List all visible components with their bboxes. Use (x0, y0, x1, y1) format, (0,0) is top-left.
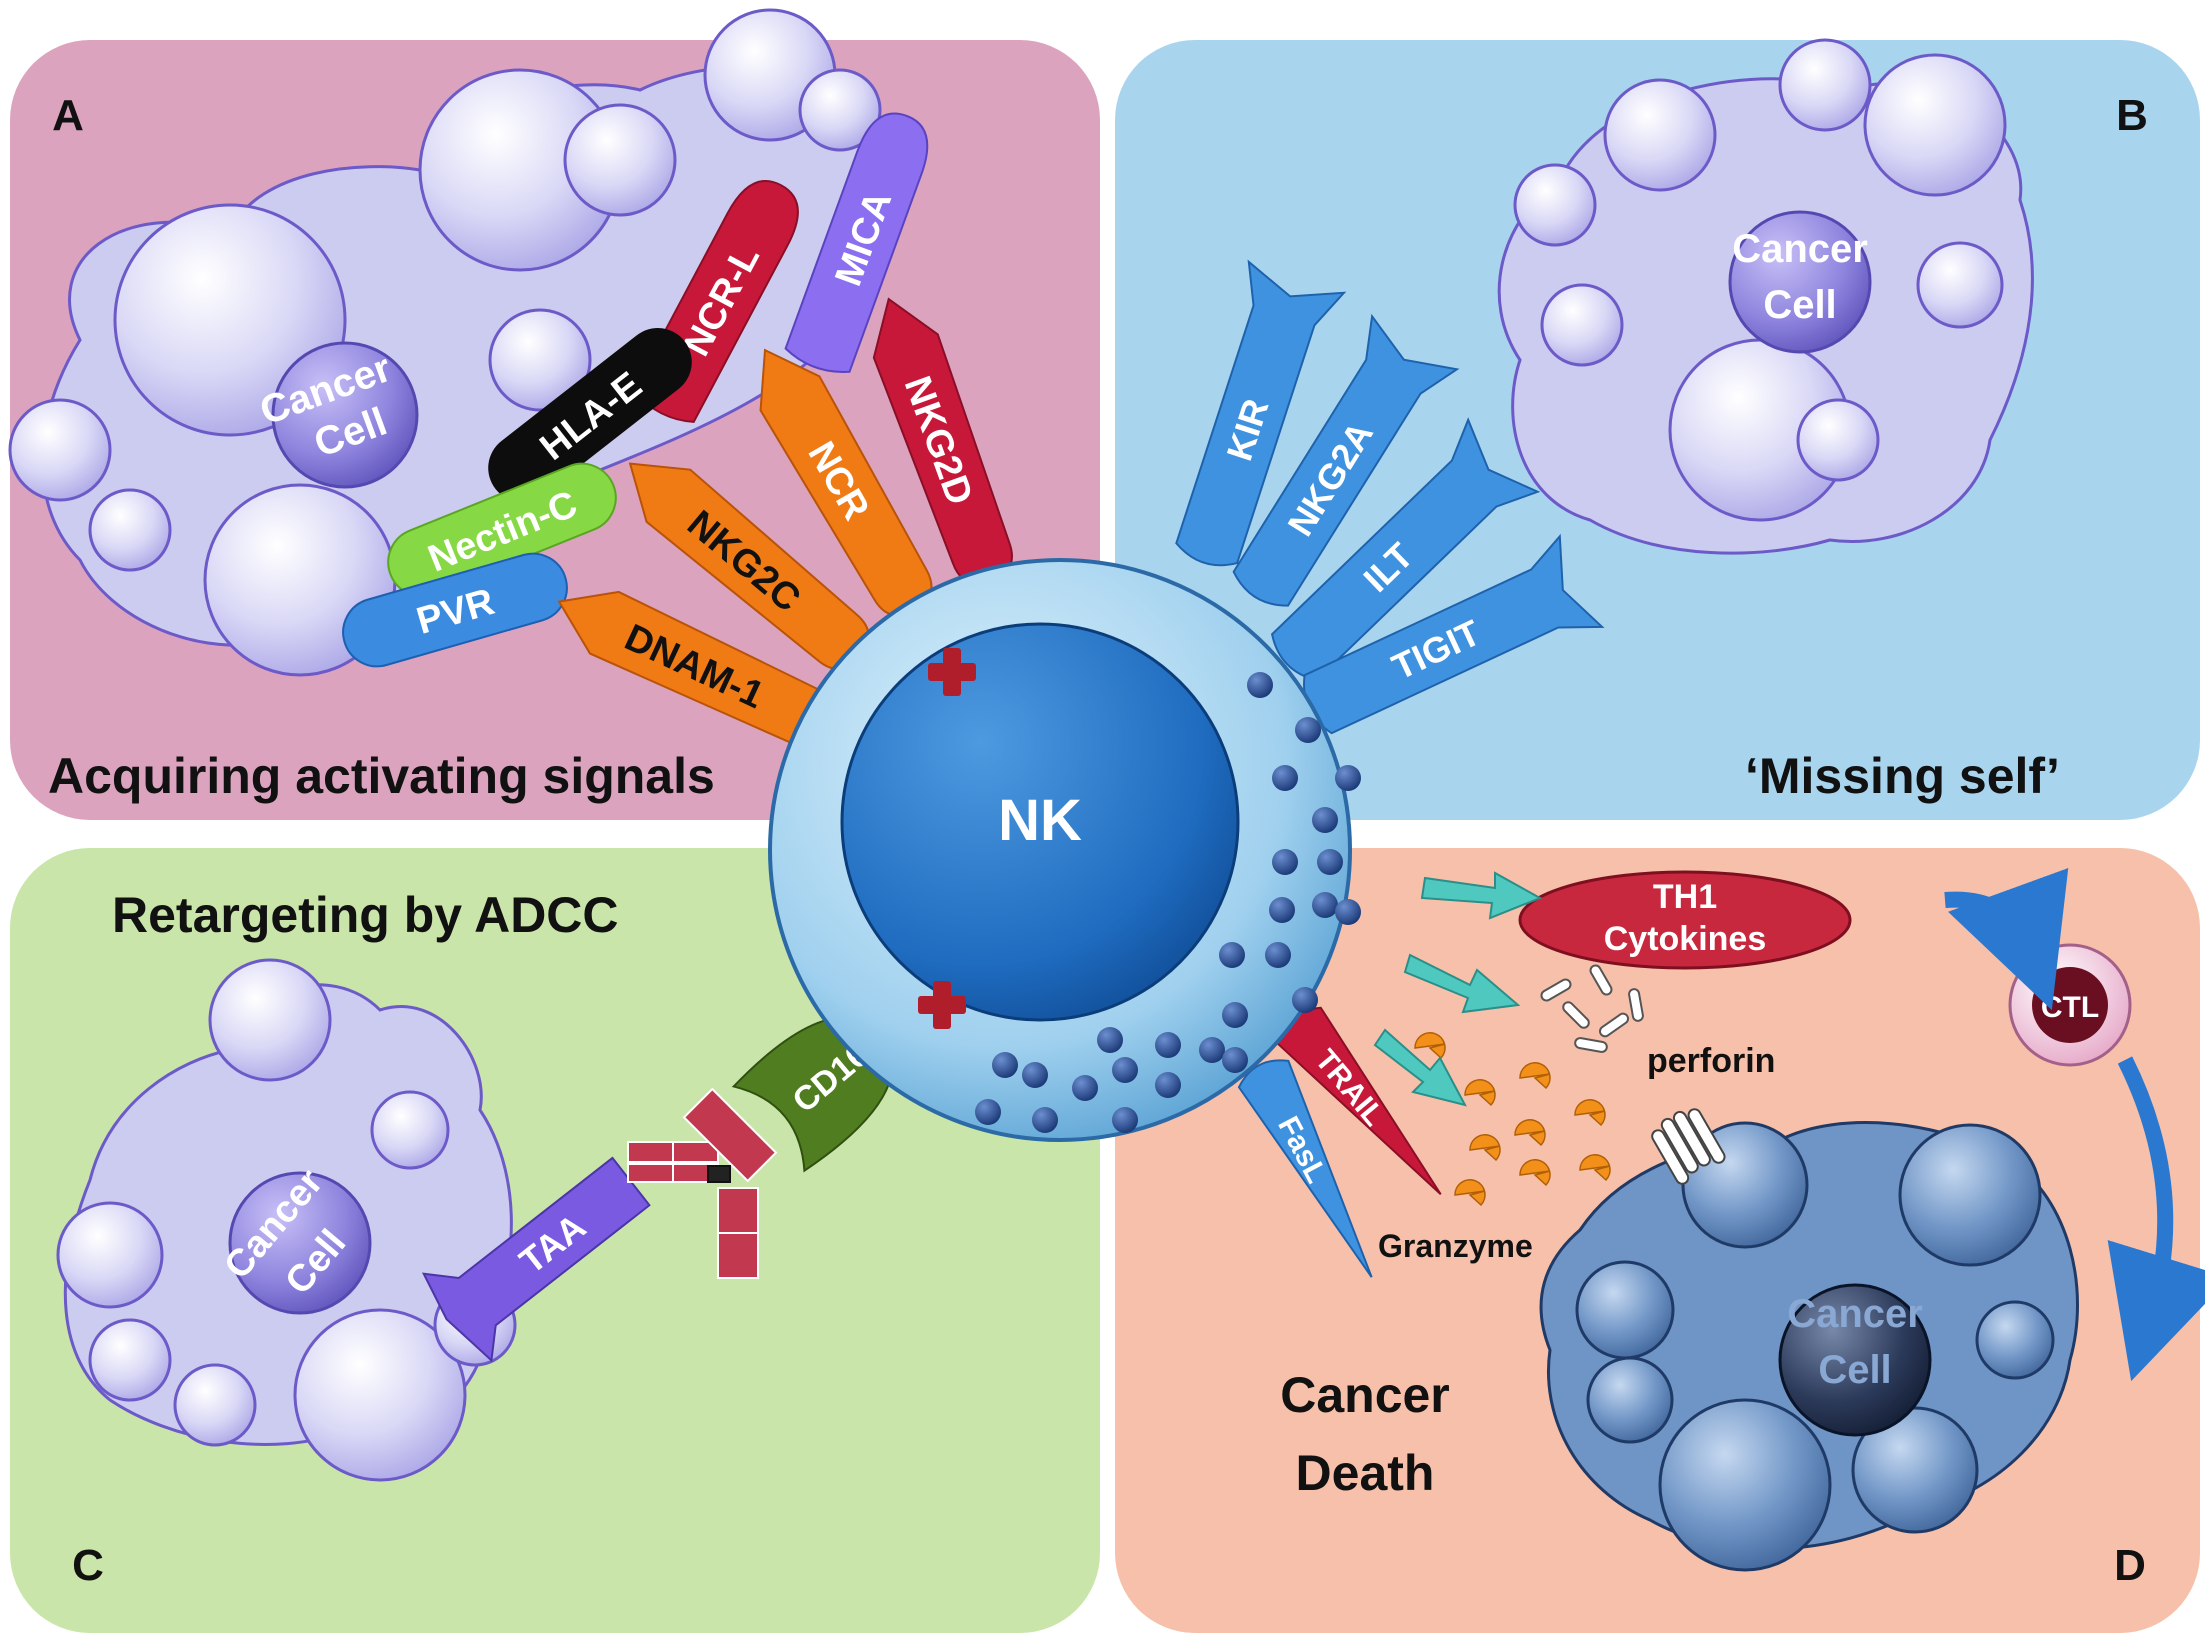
panel-c-caption: Retargeting by ADCC (112, 887, 619, 943)
th1-label-line2: Cytokines (1604, 920, 1767, 958)
panel-c-letter: C (72, 1541, 104, 1590)
nk-cell: NK (768, 558, 1361, 1142)
antibody (627, 1087, 778, 1279)
panel-b-caption: ‘Missing self’ (1745, 748, 2060, 804)
panel-d-cell-label-line2: Cell (1818, 1348, 1891, 1392)
nk-label: NK (998, 788, 1082, 853)
panel-b-cell-label-line2: Cell (1763, 283, 1836, 327)
receptor-kir: KIR (1175, 259, 1347, 567)
perforin-label: perforin (1647, 1042, 1775, 1080)
panel-a-caption: Acquiring activating signals (48, 748, 715, 804)
perforin-pore (1651, 1108, 1726, 1185)
receptor-ncr: NCR (759, 348, 933, 617)
cytotoxic-granules (975, 672, 1361, 1133)
perforin-molecules (1540, 964, 1644, 1053)
th1-label-line1: TH1 (1653, 878, 1717, 916)
receptor-ilt: ILT (1270, 417, 1541, 682)
panel-c-cancer-cell (56, 958, 517, 1482)
panel-a-letter: A (52, 91, 84, 140)
dying-cancer-cell (1539, 1121, 2079, 1572)
granzyme-label: Granzyme (1378, 1228, 1533, 1264)
panel-b-cell-label-line1: Cancer (1732, 227, 1868, 271)
panel-a-cancer-cell (8, 8, 885, 677)
ctl-label: CTL (2041, 991, 2099, 1024)
arrow-ctl-to-cell (2107, 1056, 2205, 1382)
activation-plus-icon-top (928, 648, 976, 696)
panel-d-cell-label-line1: Cancer (1787, 1292, 1923, 1336)
arrow-th1-to-ctl (1944, 867, 2069, 1011)
panel-b-letter: B (2116, 91, 2148, 140)
granzyme-molecules (1414, 1032, 1611, 1207)
panel-d-caption-line2: Death (1296, 1445, 1435, 1501)
panel-d-caption-line1: Cancer (1280, 1367, 1450, 1423)
panel-d-letter: D (2114, 1541, 2146, 1590)
activation-plus-icon-bottom (918, 981, 966, 1029)
ligand-mica: MICA (784, 112, 929, 373)
ligand-pvr: PVR (342, 552, 568, 668)
panel-b-cancer-cell (1497, 38, 2034, 555)
ctl-cell: CTL (2008, 943, 2132, 1067)
th1-cytokines: TH1 Cytokines (1518, 870, 1852, 970)
secretion-arrows (1373, 871, 1543, 1107)
